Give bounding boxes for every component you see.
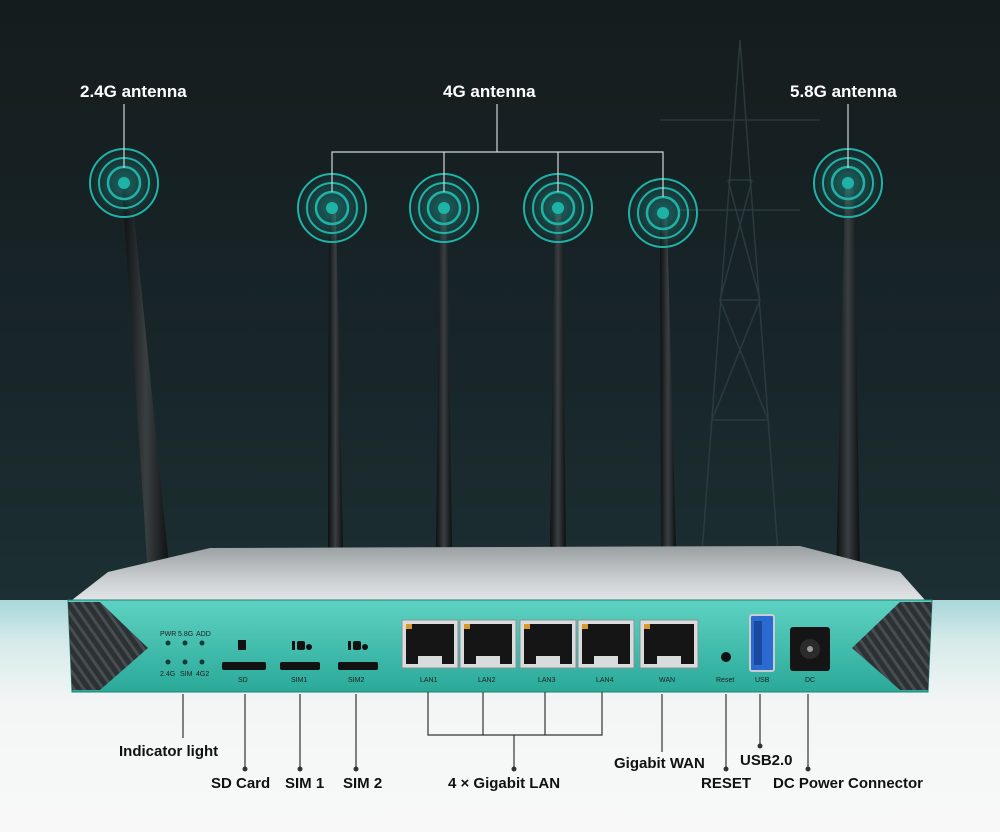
indicator-leds (165, 640, 205, 665)
callout-indicator-light: Indicator light (119, 743, 219, 760)
led (165, 640, 171, 646)
chassis-top (72, 546, 925, 600)
callout-dc-power: DC Power Connector (773, 775, 924, 792)
callout-sd-card: SD Card (211, 775, 271, 792)
sd-slot-label: SD (238, 677, 248, 684)
dc-power-jack (790, 627, 830, 671)
lan4-port (577, 619, 635, 669)
wan-label: WAN (659, 677, 675, 684)
led (199, 640, 205, 646)
led-label-5-8g: 5.8G (178, 631, 193, 638)
antenna-4g-3 (550, 210, 566, 548)
lan1-port (401, 619, 459, 669)
lan2-port (459, 619, 517, 669)
led-label-add: ADD (196, 631, 211, 638)
sim2-slot (338, 641, 378, 670)
lan3-label: LAN3 (538, 677, 556, 684)
antenna-leader-lines (123, 104, 849, 197)
antenna-5-8g (836, 185, 860, 575)
leader-endpoints (242, 743, 811, 772)
reset-label: Reset (716, 677, 734, 684)
background-tower (660, 39, 820, 581)
led (199, 659, 205, 665)
signal-rings (88, 147, 884, 249)
label-5-8g-antenna: 5.8G antenna (790, 82, 897, 101)
antenna-set (122, 185, 860, 575)
sd-card-slot (222, 640, 266, 670)
callout-reset: RESET (701, 775, 752, 792)
led (165, 659, 171, 665)
port-leader-lines (182, 692, 809, 768)
reset-button (721, 652, 731, 662)
led-label-pwr: PWR (160, 631, 176, 638)
antenna-4g-4 (660, 215, 676, 548)
led (182, 659, 188, 665)
lan1-label: LAN1 (420, 677, 438, 684)
antenna-2-4g (122, 185, 170, 575)
callout-usb: USB2.0 (740, 752, 793, 769)
callout-gigabit-wan: Gigabit WAN (614, 755, 705, 772)
sim2-slot-label: SIM2 (348, 677, 364, 684)
usb-label: USB (755, 677, 770, 684)
label-2-4g-antenna: 2.4G antenna (80, 82, 187, 101)
sim1-slot-label: SIM1 (291, 677, 307, 684)
callout-sim1: SIM 1 (285, 775, 325, 792)
antenna-4g-2 (436, 210, 452, 548)
label-4g-antenna: 4G antenna (443, 82, 536, 101)
callout-gigabit-lan: 4 × Gigabit LAN (448, 775, 561, 792)
lan3-port (519, 619, 577, 669)
led-label-sim: SIM (180, 671, 193, 678)
lan2-label: LAN2 (478, 677, 496, 684)
usb-port (749, 614, 775, 672)
wan-port (639, 619, 699, 669)
dc-label: DC (805, 677, 815, 684)
callout-sim2: SIM 2 (343, 775, 383, 792)
led-label-4g2: 4G2 (196, 671, 209, 678)
led-label-2-4g: 2.4G (160, 671, 175, 678)
signal-ring-4g-1 (296, 172, 368, 244)
antenna-4g-1 (328, 210, 343, 548)
sim1-slot (280, 641, 320, 670)
right-grille (852, 602, 932, 690)
led (182, 640, 188, 646)
lan4-label: LAN4 (596, 677, 614, 684)
left-grille (68, 602, 148, 690)
